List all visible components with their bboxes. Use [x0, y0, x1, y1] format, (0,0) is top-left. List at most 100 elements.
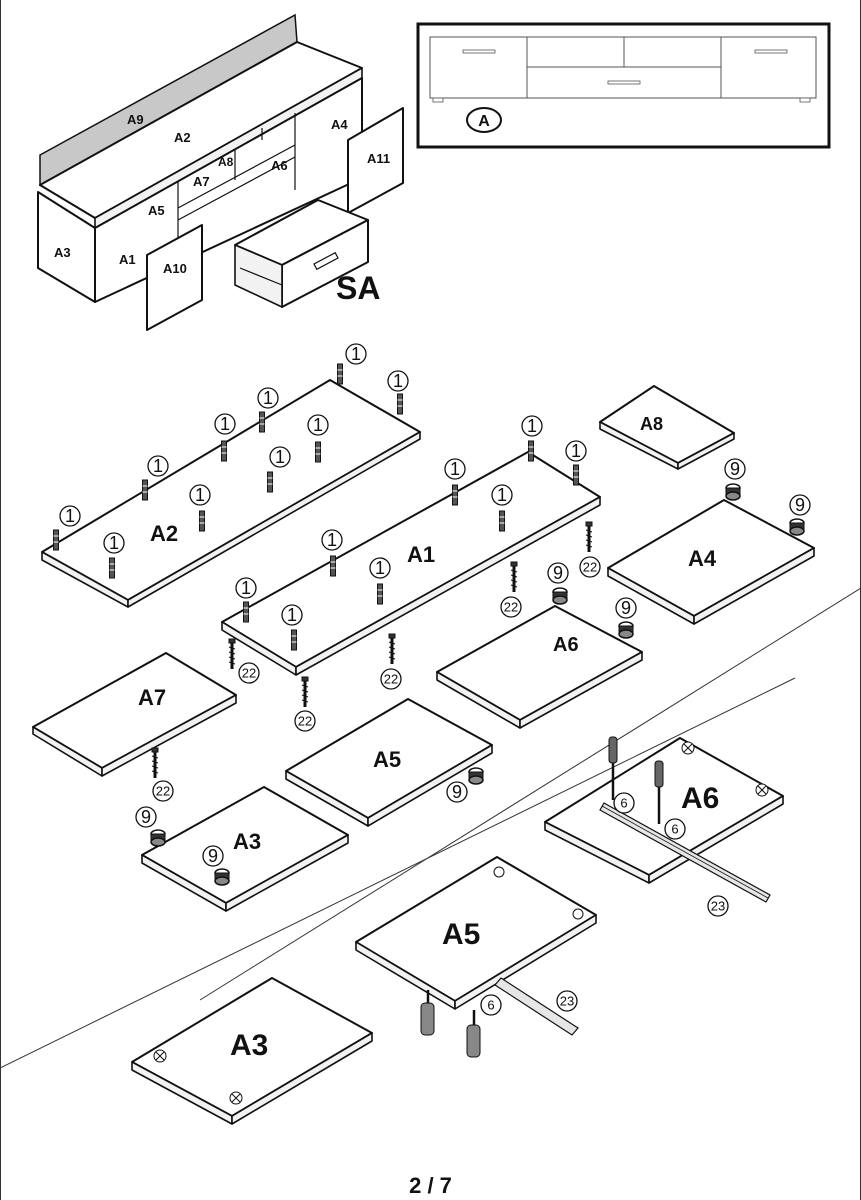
panel-a1 [221, 451, 601, 676]
screw-callout-circle [294, 710, 316, 732]
dowel-callout-circle [103, 532, 125, 554]
panel-label-a3: A3 [233, 829, 261, 854]
screw_small-callout-circle [480, 994, 502, 1016]
panel-a7 [32, 652, 237, 777]
cam-callout: 9 [615, 597, 637, 639]
dowel-icon [330, 555, 336, 577]
dowel-number: 1 [263, 388, 273, 408]
panel-a6-large [544, 736, 784, 903]
label-a6-overview: A6 [271, 158, 288, 173]
screw-callout-circle [238, 662, 260, 684]
dowel-callout-circle [321, 529, 343, 551]
cam-callout-circle [202, 845, 224, 867]
dowel-callout: 1 [103, 532, 125, 579]
label-a11-overview: A11 [367, 151, 390, 166]
dowel-callout-circle [147, 455, 169, 477]
dowel-callout-circle [521, 415, 543, 437]
dowel-callout: 1 [214, 413, 236, 462]
dowel-number: 1 [375, 558, 385, 578]
dowel-callout-circle [189, 484, 211, 506]
screw-callout-circle [500, 596, 522, 618]
cam-number: 9 [553, 563, 563, 583]
screw-number: 22 [298, 714, 312, 729]
dowel-callout-circle [214, 413, 236, 435]
cabinet-overview [37, 13, 404, 331]
screw-callout: 22 [294, 675, 316, 732]
panel-label-a1: A1 [407, 542, 435, 567]
cam-number: 9 [452, 782, 462, 802]
screw_small-callout-circle [664, 818, 686, 840]
dowel-icon [142, 479, 148, 501]
screw-icon [387, 632, 397, 666]
dowel-number: 1 [571, 441, 581, 461]
dowel-callout: 1 [307, 414, 329, 463]
dowel-number: 1 [153, 456, 163, 476]
label-a2-overview: A2 [174, 130, 191, 145]
runner-number: 23 [560, 994, 574, 1009]
dowel-icon [499, 510, 505, 532]
dowel-callout: 1 [142, 455, 169, 501]
label-a1-overview: A1 [119, 252, 136, 267]
panel-label-a5-large: A5 [442, 918, 480, 951]
dowel-icon [528, 440, 534, 462]
cam-number: 9 [208, 846, 218, 866]
panel-label-a2: A2 [150, 521, 178, 546]
dowel-callout: 1 [257, 387, 279, 433]
dowel-callout: 1 [521, 415, 543, 462]
dowel-icon [221, 440, 227, 462]
dowel-icon [377, 583, 383, 605]
cam-callout-circle [135, 806, 157, 828]
dowel-callout-circle [281, 604, 303, 626]
runner-callout: 23 [707, 895, 729, 917]
dowel-callout: 1 [267, 446, 291, 493]
screw-callout-circle [380, 668, 402, 690]
label-a7-overview: A7 [193, 174, 210, 189]
dowel-callout-circle [565, 440, 587, 462]
panel-a2 [41, 379, 421, 608]
page-number: 2 / 7 [409, 1173, 452, 1198]
cam-callout: 9 [724, 458, 746, 501]
panel-a5-large [355, 856, 597, 1058]
dowel-callout: 1 [321, 529, 343, 577]
screw-icon [584, 520, 594, 554]
cam-lock-icon [468, 767, 484, 785]
dowel-callout-circle [59, 505, 81, 527]
screw-icon [509, 560, 519, 594]
dowel-number: 1 [65, 506, 75, 526]
screw_small-callout: 6 [613, 792, 635, 814]
dowel-callout: 1 [387, 370, 409, 415]
screw-number: 22 [242, 666, 256, 681]
panel-a5 [285, 698, 493, 827]
separator-line-2 [0, 677, 796, 1069]
runner-callout-circle [556, 990, 578, 1012]
dowel-callout: 1 [337, 343, 367, 385]
label-a3-overview: A3 [54, 245, 71, 260]
cam-callout: 9 [547, 562, 569, 605]
dowel-callout: 1 [281, 604, 303, 651]
screw_small-number: 6 [671, 822, 678, 837]
dowel-callout-circle [307, 414, 329, 436]
option-label-a: A [478, 113, 490, 130]
screw-callout: 22 [500, 560, 522, 618]
screw-number: 22 [156, 784, 170, 799]
cam-callout-circle [724, 458, 746, 480]
screw_small-number: 6 [620, 796, 627, 811]
separator-line-1 [199, 587, 861, 1001]
cam-callout: 9 [446, 767, 484, 803]
runner-callout: 23 [556, 990, 578, 1012]
dowel-callout-circle [257, 387, 279, 409]
panel-label-a7: A7 [138, 685, 166, 710]
cam-number: 9 [141, 807, 151, 827]
label-a9: A9 [127, 112, 144, 127]
dowel-callout: 1 [565, 440, 587, 486]
dowel-icon [397, 393, 403, 415]
screw_small-number: 6 [487, 998, 494, 1013]
dowel-callout-circle [444, 458, 466, 480]
screw_small-callout: 6 [480, 994, 502, 1016]
cam-callout-circle [446, 781, 468, 803]
panel-a6 [436, 605, 643, 729]
screw-callout: 22 [227, 637, 260, 684]
dowel-callout: 1 [369, 557, 391, 605]
dowel-number: 1 [313, 415, 323, 435]
